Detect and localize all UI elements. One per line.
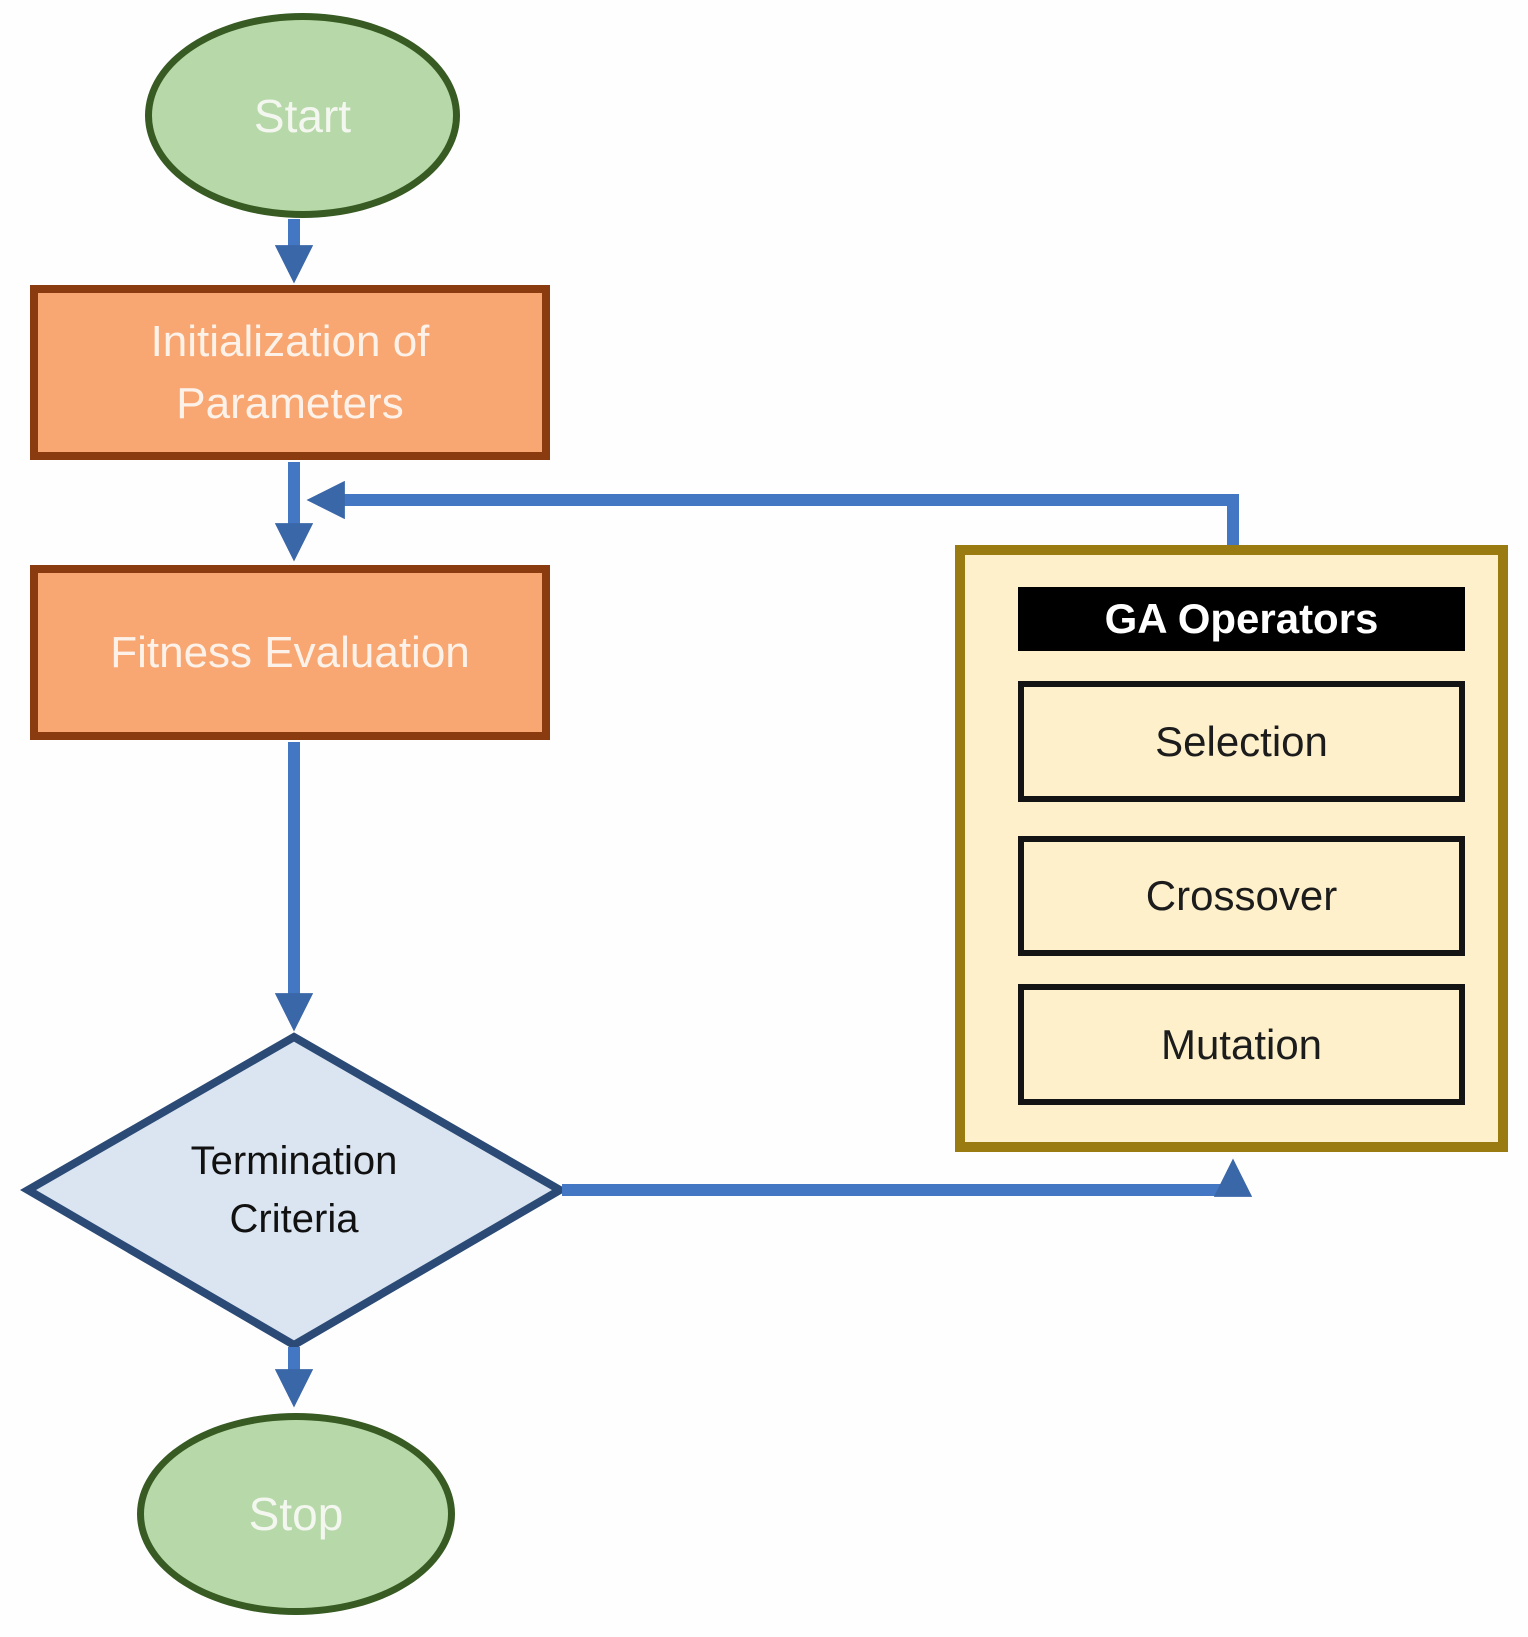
initialization-node: Initialization of Parameters [30,285,550,460]
ga-operators-header: GA Operators [1018,587,1465,651]
ga-operators-header-label: GA Operators [1104,595,1379,642]
connector-ga-loop-back [306,480,1239,552]
start-label: Start [253,89,352,142]
ga-operators-panel: GA Operators Selection Crossover Mutatio… [955,545,1508,1152]
termination-criteria-label: Termination Criteria [190,1139,398,1241]
selection-operator-box: Selection [1018,681,1465,802]
crossover-operator-box: Crossover [1018,836,1465,956]
initialization-label: Initialization of Parameters [150,316,430,428]
mutation-label: Mutation [1160,1020,1323,1068]
crossover-label: Crossover [1145,872,1338,919]
selection-label: Selection [1155,717,1328,765]
stop-label: Stop [248,1488,344,1540]
start-node: Start [145,13,460,218]
fitness-evaluation-label: Fitness Evaluation [110,627,470,677]
mutation-operator-box: Mutation [1018,984,1465,1105]
termination-criteria-diamond [20,1032,568,1350]
fitness-evaluation-node: Fitness Evaluation [30,565,550,740]
connector-termination-to-ga [562,1158,1253,1197]
termination-criteria-node: Termination Criteria [124,1090,464,1290]
stop-node: Stop [137,1413,455,1615]
